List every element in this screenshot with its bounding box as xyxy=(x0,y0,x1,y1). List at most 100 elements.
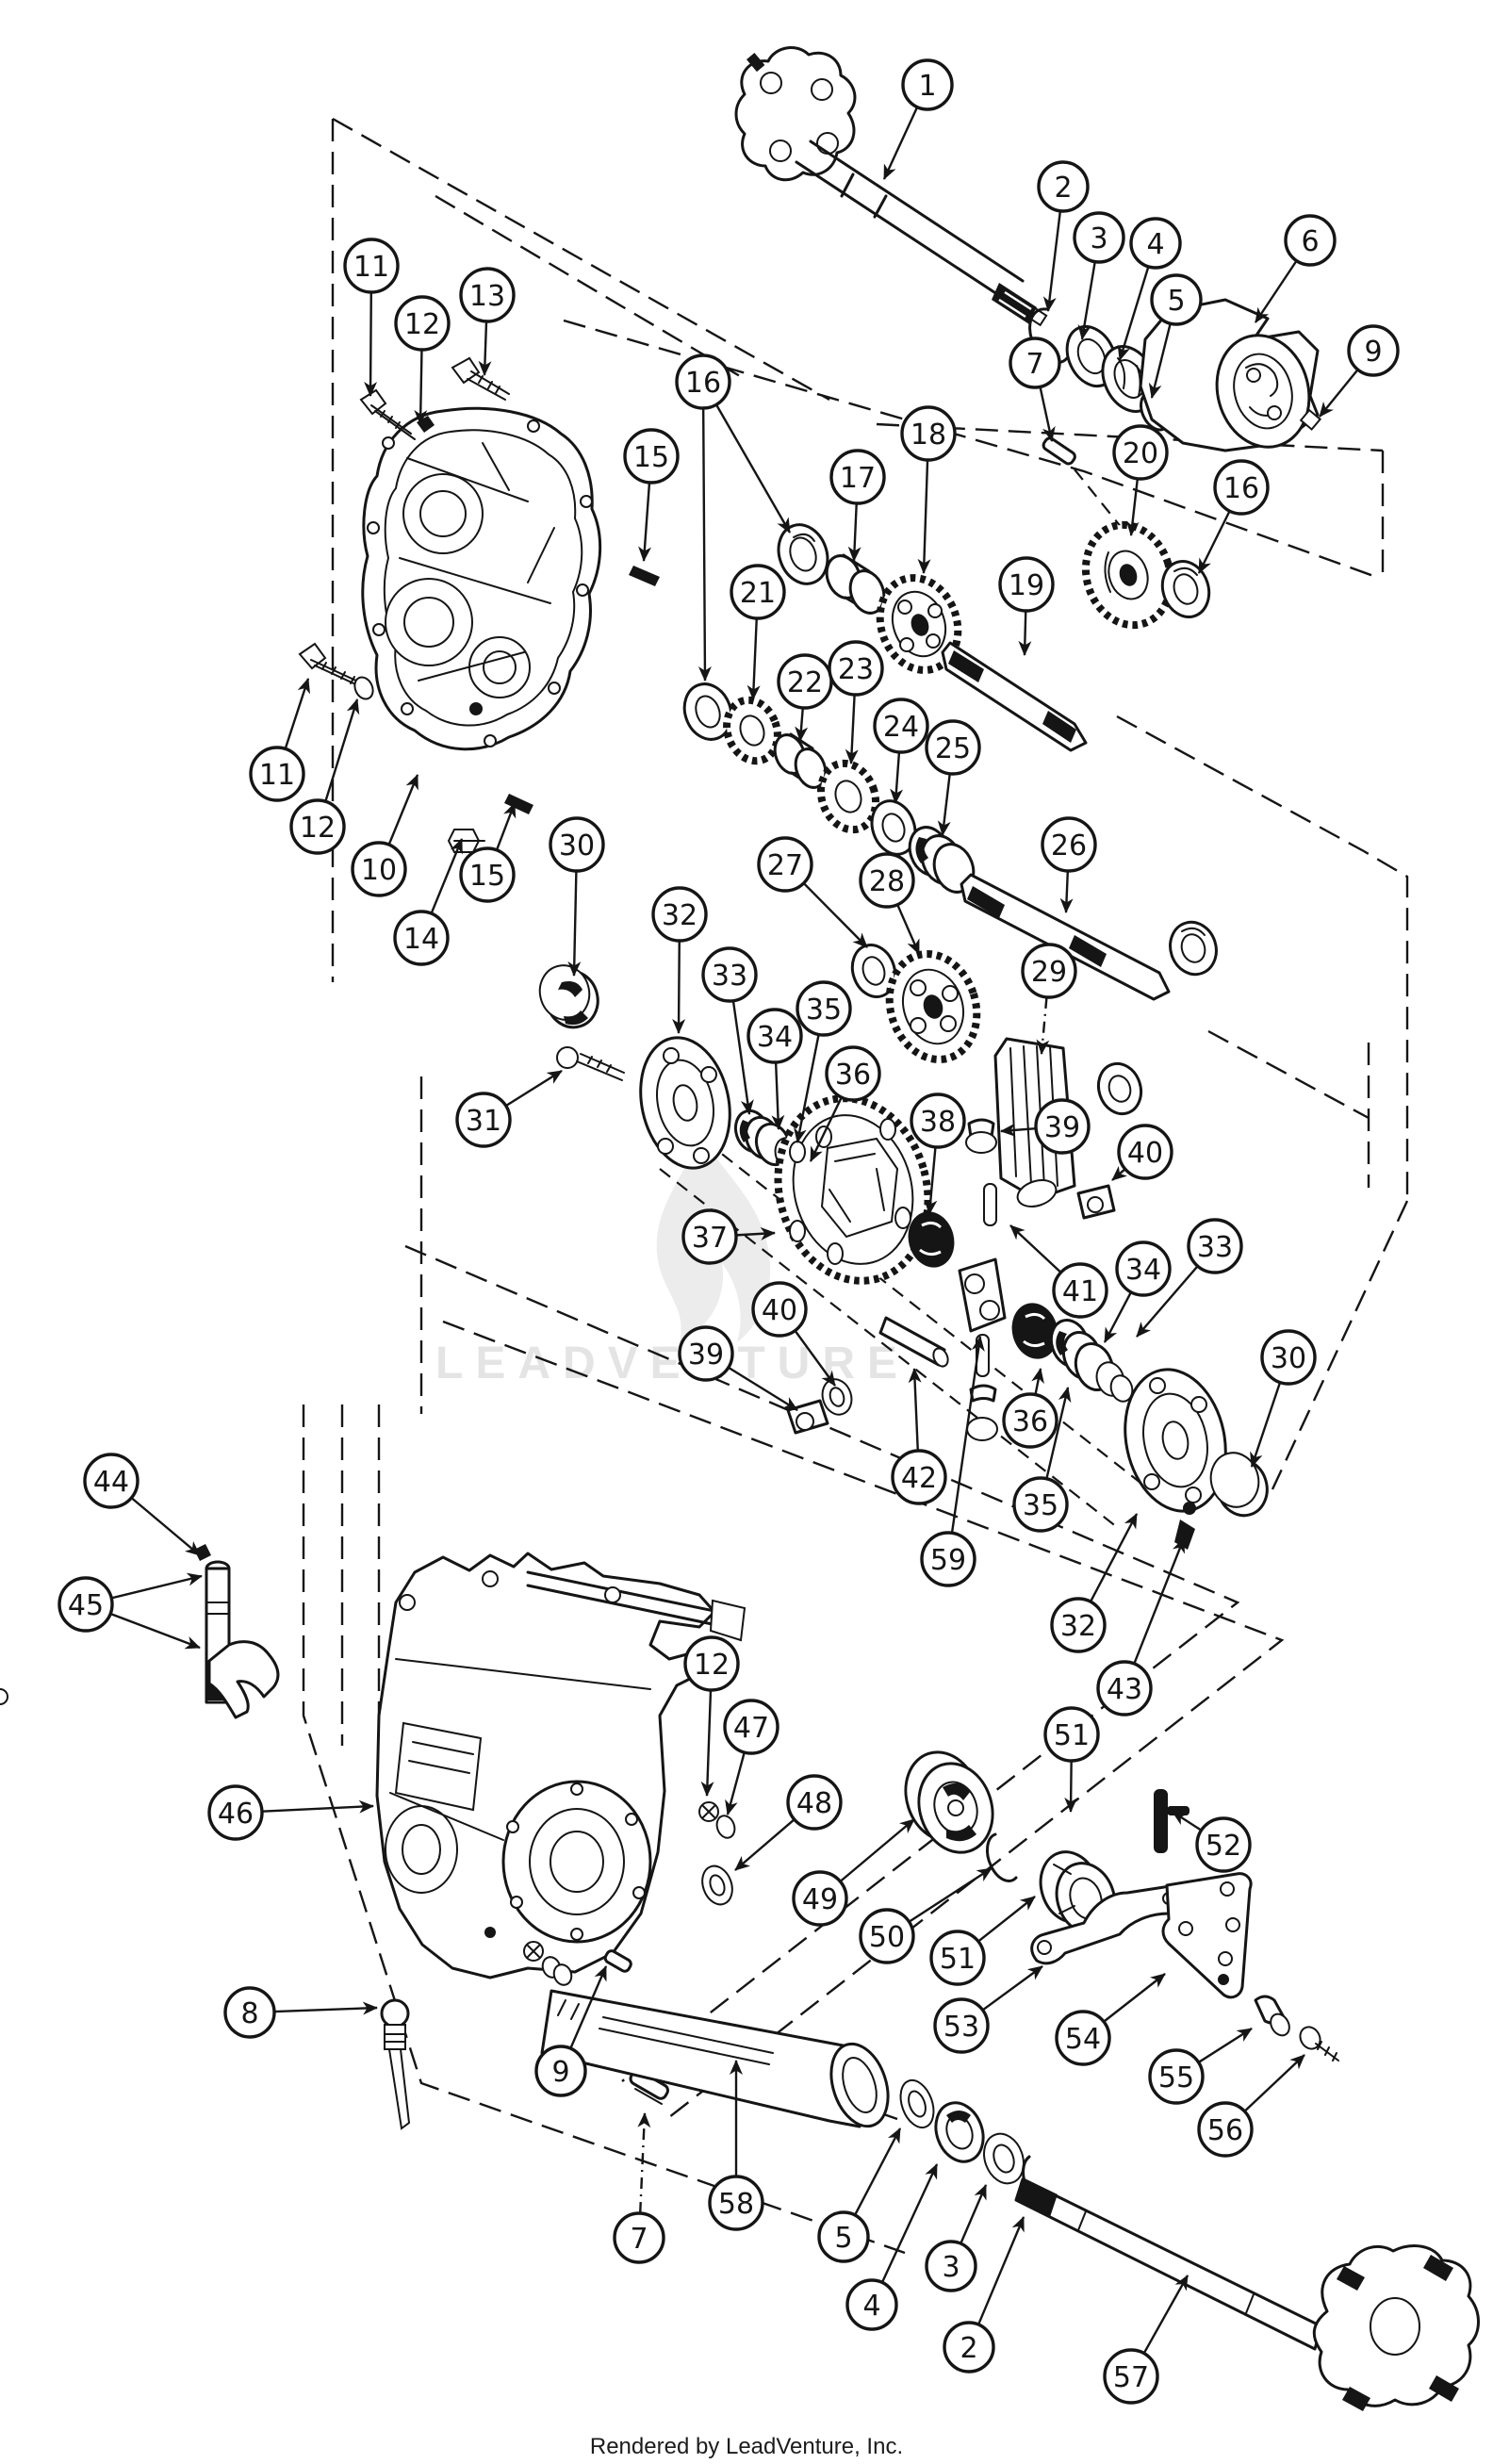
callout-circle-5[interactable] xyxy=(1150,273,1203,326)
callout-circle-5[interactable] xyxy=(817,2210,870,2263)
callout-36[interactable]: 36 xyxy=(809,1045,881,1162)
callout-circle-53[interactable] xyxy=(933,1997,990,2054)
callout-52[interactable]: 52 xyxy=(1172,1810,1252,1873)
callout-5[interactable]: 5 xyxy=(1148,273,1203,399)
callout-34[interactable]: 34 xyxy=(746,1008,803,1130)
callout-55[interactable]: 55 xyxy=(1148,2027,1253,2105)
callout-7[interactable]: 7 xyxy=(1009,337,1061,442)
callout-3[interactable]: 3 xyxy=(925,2184,988,2292)
callout-circle-40[interactable] xyxy=(1117,1124,1173,1180)
callout-circle-48[interactable] xyxy=(786,1774,843,1831)
callout-10[interactable]: 10 xyxy=(351,774,419,897)
callout-circle-4[interactable] xyxy=(1129,217,1182,270)
callout-50[interactable]: 50 xyxy=(859,1866,993,1964)
callout-circle-36[interactable] xyxy=(825,1045,881,1102)
callout-circle-43[interactable] xyxy=(1096,1660,1153,1717)
callout-circle-50[interactable] xyxy=(859,1908,915,1964)
callout-circle-9[interactable] xyxy=(534,2045,587,2097)
callout-36[interactable]: 36 xyxy=(1002,1368,1058,1449)
callout-41[interactable]: 41 xyxy=(1009,1224,1108,1319)
callout-44[interactable]: 44 xyxy=(83,1453,201,1556)
callout-20[interactable]: 20 xyxy=(1112,424,1169,536)
callout-24[interactable]: 24 xyxy=(873,698,929,804)
callout-circle-2[interactable] xyxy=(1037,160,1090,213)
callout-circle-13[interactable] xyxy=(459,267,516,323)
callout-circle-42[interactable] xyxy=(891,1449,947,1505)
callout-circle-57[interactable] xyxy=(1103,2348,1159,2405)
callout-circle-12[interactable] xyxy=(289,798,346,855)
callout-circle-38[interactable] xyxy=(910,1092,966,1149)
callout-circle-55[interactable] xyxy=(1148,2048,1205,2105)
callout-27[interactable]: 27 xyxy=(757,836,868,948)
callout-circle-29[interactable] xyxy=(1021,943,1077,999)
callout-56[interactable]: 56 xyxy=(1197,2054,1305,2158)
callout-3[interactable]: 3 xyxy=(1073,211,1125,340)
callout-15[interactable]: 15 xyxy=(623,428,680,562)
callout-circle-32[interactable] xyxy=(1050,1597,1107,1653)
callout-40[interactable]: 40 xyxy=(751,1281,836,1387)
callout-17[interactable]: 17 xyxy=(829,449,886,562)
callout-11[interactable]: 11 xyxy=(249,678,310,802)
callout-16[interactable]: 16 xyxy=(675,353,792,682)
callout-35[interactable]: 35 xyxy=(1012,1387,1072,1533)
callout-circle-31[interactable] xyxy=(455,1092,512,1148)
callout-circle-26[interactable] xyxy=(1041,816,1097,873)
callout-21[interactable]: 21 xyxy=(730,564,786,700)
callout-4[interactable]: 4 xyxy=(845,2163,939,2331)
callout-30[interactable]: 30 xyxy=(549,816,605,977)
callout-circle-15[interactable] xyxy=(459,846,516,903)
callout-circle-2[interactable] xyxy=(943,2321,995,2374)
callout-circle-33[interactable] xyxy=(701,946,758,1003)
callout-1[interactable]: 1 xyxy=(882,58,954,180)
callout-45[interactable]: 45 xyxy=(57,1572,203,1650)
callout-43[interactable]: 43 xyxy=(1096,1537,1186,1717)
callout-14[interactable]: 14 xyxy=(393,838,464,966)
callout-circle-56[interactable] xyxy=(1197,2101,1254,2158)
callout-circle-44[interactable] xyxy=(83,1453,139,1509)
callout-circle-51[interactable] xyxy=(929,1930,986,1986)
callout-circle-28[interactable] xyxy=(859,852,915,909)
callout-circle-40[interactable] xyxy=(751,1281,808,1338)
callout-circle-15[interactable] xyxy=(623,428,680,485)
callout-30[interactable]: 30 xyxy=(1250,1329,1317,1468)
callout-circle-54[interactable] xyxy=(1055,2010,1111,2066)
callout-circle-27[interactable] xyxy=(757,836,813,893)
callout-58[interactable]: 58 xyxy=(708,2060,764,2231)
callout-7[interactable]: 7 xyxy=(613,2112,665,2264)
callout-circle-16[interactable] xyxy=(675,353,731,410)
callout-47[interactable]: 47 xyxy=(723,1699,779,1815)
callout-31[interactable]: 31 xyxy=(455,1069,563,1148)
callout-circle-52[interactable] xyxy=(1195,1816,1252,1873)
callout-16[interactable]: 16 xyxy=(1197,459,1270,574)
callout-32[interactable]: 32 xyxy=(1050,1513,1139,1653)
callout-circle-4[interactable] xyxy=(845,2278,898,2331)
callout-circle-8[interactable] xyxy=(223,1986,276,2039)
callout-circle-34[interactable] xyxy=(746,1008,803,1064)
callout-9[interactable]: 9 xyxy=(1319,324,1400,418)
callout-circle-9[interactable] xyxy=(1347,324,1400,377)
callout-circle-41[interactable] xyxy=(1052,1262,1108,1319)
callout-12[interactable]: 12 xyxy=(683,1635,740,1797)
callout-circle-30[interactable] xyxy=(1260,1329,1317,1386)
callout-circle-51[interactable] xyxy=(1043,1706,1100,1763)
callout-circle-10[interactable] xyxy=(351,841,407,897)
callout-circle-11[interactable] xyxy=(343,238,400,294)
callout-circle-33[interactable] xyxy=(1187,1218,1243,1274)
callout-12[interactable]: 12 xyxy=(289,698,360,855)
callout-circle-37[interactable] xyxy=(681,1208,738,1265)
callout-circle-14[interactable] xyxy=(393,910,450,966)
callout-5[interactable]: 5 xyxy=(817,2127,902,2263)
callout-circle-21[interactable] xyxy=(730,564,786,620)
callout-39[interactable]: 39 xyxy=(678,1325,798,1412)
callout-circle-32[interactable] xyxy=(651,886,708,943)
callout-15[interactable]: 15 xyxy=(459,802,517,903)
callout-46[interactable]: 46 xyxy=(207,1784,374,1841)
callout-circle-30[interactable] xyxy=(549,816,605,873)
callout-33[interactable]: 33 xyxy=(1136,1218,1243,1338)
callout-circle-25[interactable] xyxy=(925,719,981,776)
callout-circle-12[interactable] xyxy=(394,295,451,352)
callout-6[interactable]: 6 xyxy=(1255,214,1337,323)
callout-circle-18[interactable] xyxy=(900,405,957,462)
callout-32[interactable]: 32 xyxy=(651,886,708,1034)
callout-11[interactable]: 11 xyxy=(343,238,400,397)
